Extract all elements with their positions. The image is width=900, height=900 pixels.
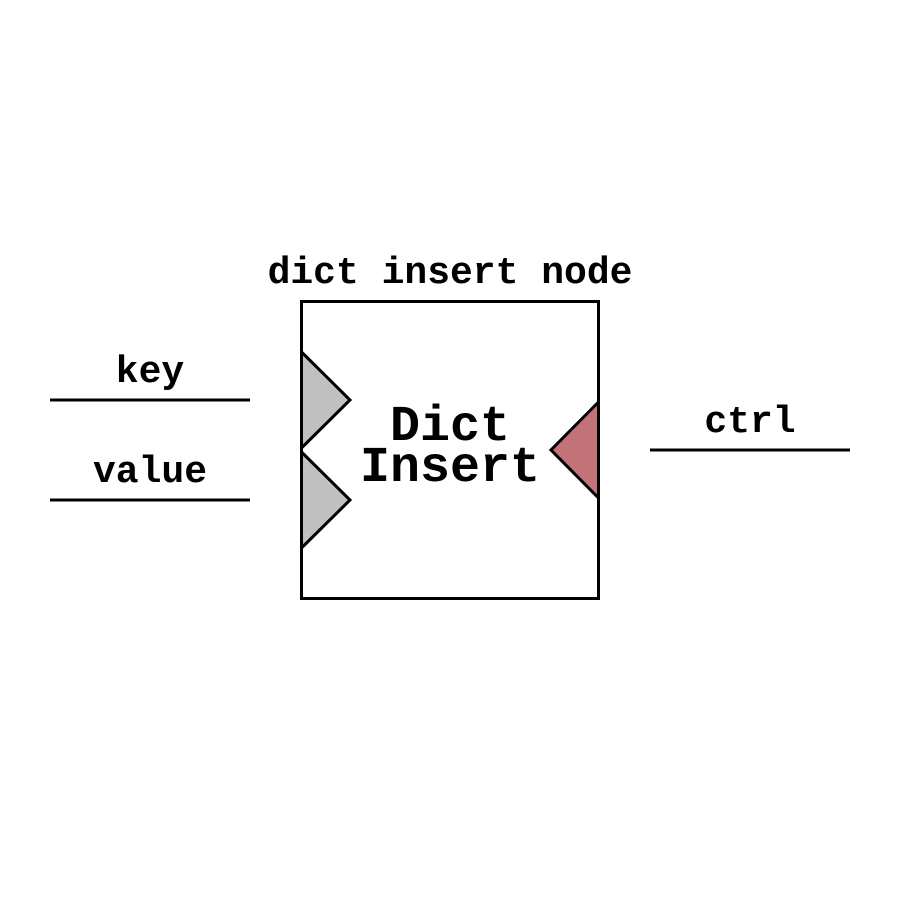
input-label-value: value (93, 451, 207, 494)
input-port-value[interactable] (300, 448, 353, 552)
input-label-key: key (116, 351, 185, 394)
node-label-line2: Insert (360, 440, 540, 497)
node-label-line1: Dict (390, 399, 510, 456)
output-label-ctrl: ctrl (704, 401, 795, 444)
input-port-key[interactable] (300, 348, 353, 452)
node-title: dict insert node (268, 252, 633, 295)
output-port-ctrl[interactable] (548, 398, 600, 502)
